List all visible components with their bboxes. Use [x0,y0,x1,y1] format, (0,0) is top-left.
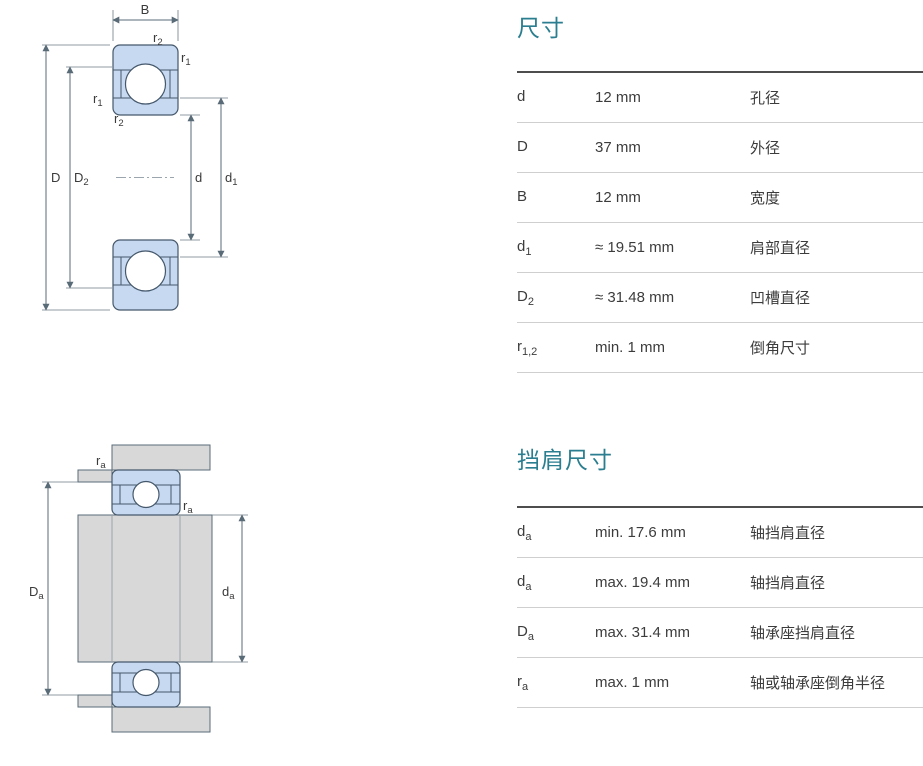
dim-label-ra-housing: ra [96,453,106,471]
spec-desc: 轴承座挡肩直径 [750,625,856,642]
table-row: ra max. 1 mm 轴或轴承座倒角半径 [517,658,923,708]
table-row: r1,2 min. 1 mm 倒角尺寸 [517,323,923,373]
dim-label-b: B [141,2,150,17]
mounted-bearing-upper [111,469,181,516]
spec-desc: 轴挡肩直径 [750,525,826,542]
dim-label-d: d [195,170,202,185]
spec-label: B [517,187,528,205]
spec-value: max. 1 mm [595,674,670,691]
abutment-title: 挡肩尺寸 [517,447,613,473]
spec-value: max. 19.4 mm [595,574,691,591]
spec-desc: 外径 [750,140,781,157]
table-row: D 37 mm 外径 [517,123,923,173]
table-row: B 12 mm 宽度 [517,173,923,223]
dim-label-ra-shaft: ra [183,498,193,516]
table-row: D2 ≈ 31.48 mm 凹槽直径 [517,273,923,323]
spec-value: 37 mm [595,139,641,156]
spec-label: D2 [517,287,534,308]
table-row: Da max. 31.4 mm 轴承座挡肩直径 [517,608,923,658]
dim-label-D2: D2 [74,170,89,188]
dim-label-Da: Da [29,584,44,602]
table-row: d1 ≈ 19.51 mm 肩部直径 [517,223,923,273]
spec-label: Da [517,622,534,643]
spec-value: ≈ 31.48 mm [595,289,675,306]
spec-value: 12 mm [595,89,641,106]
abutment-section: 挡肩尺寸 da min. 17.6 mm 轴挡肩直径 da max. 19.4 … [517,444,923,708]
spec-value: min. 1 mm [595,339,666,356]
shaft-section [77,514,213,663]
spec-label: da [517,522,532,543]
spec-label: d1 [517,237,532,258]
dim-label-D: D [51,170,60,185]
dim-label-r1-right: r1 [181,50,191,68]
abutment-table: da min. 17.6 mm 轴挡肩直径 da max. 19.4 mm 轴挡… [517,506,923,708]
table-row: d 12 mm 孔径 [517,73,923,123]
table-row: da max. 19.4 mm 轴挡肩直径 [517,558,923,608]
spec-value: ≈ 19.51 mm [595,239,675,256]
spec-label: D [517,137,528,155]
spec-desc: 轴或轴承座倒角半径 [750,675,886,692]
table-row: da min. 17.6 mm 轴挡肩直径 [517,508,923,558]
spec-desc: 轴挡肩直径 [750,575,826,592]
spec-label: r1,2 [517,337,538,358]
ball-upper [124,63,167,105]
dimensions-title: 尺寸 [517,15,565,41]
dim-label-r2-left: r2 [114,111,124,129]
dim-label-da: da [222,584,235,602]
spec-desc: 倒角尺寸 [750,340,811,357]
bearing-section-lower [112,239,179,311]
mounted-bearing-lower [111,661,181,708]
dimensions-table: d 12 mm 孔径 D 37 mm 外径 B 12 mm 宽度 d1 ≈ 19… [517,71,923,373]
bearing-section-upper [112,44,179,116]
spec-value: 12 mm [595,189,641,206]
spec-label: da [517,572,532,593]
spec-desc: 肩部直径 [750,240,811,257]
spec-desc: 孔径 [750,90,781,107]
dim-label-r2-top: r2 [153,30,163,48]
bearing-cross-section-diagram: B D D2 [42,2,238,311]
spec-desc: 宽度 [750,190,781,207]
spec-desc: 凹槽直径 [750,290,811,307]
dim-label-d1: d1 [225,170,238,188]
spec-value: min. 17.6 mm [595,524,686,541]
housing-sections [77,444,211,733]
spec-label: d [517,87,526,105]
spec-label: ra [517,672,529,693]
spec-value: max. 31.4 mm [595,624,691,641]
dim-label-r1-left: r1 [93,91,103,109]
ball-lower [124,250,167,292]
dimensions-section: 尺寸 d 12 mm 孔径 D 37 mm 外径 B 12 mm 宽度 [517,12,923,373]
bearing-mounting-diagram: Da da ra ra [29,444,248,733]
